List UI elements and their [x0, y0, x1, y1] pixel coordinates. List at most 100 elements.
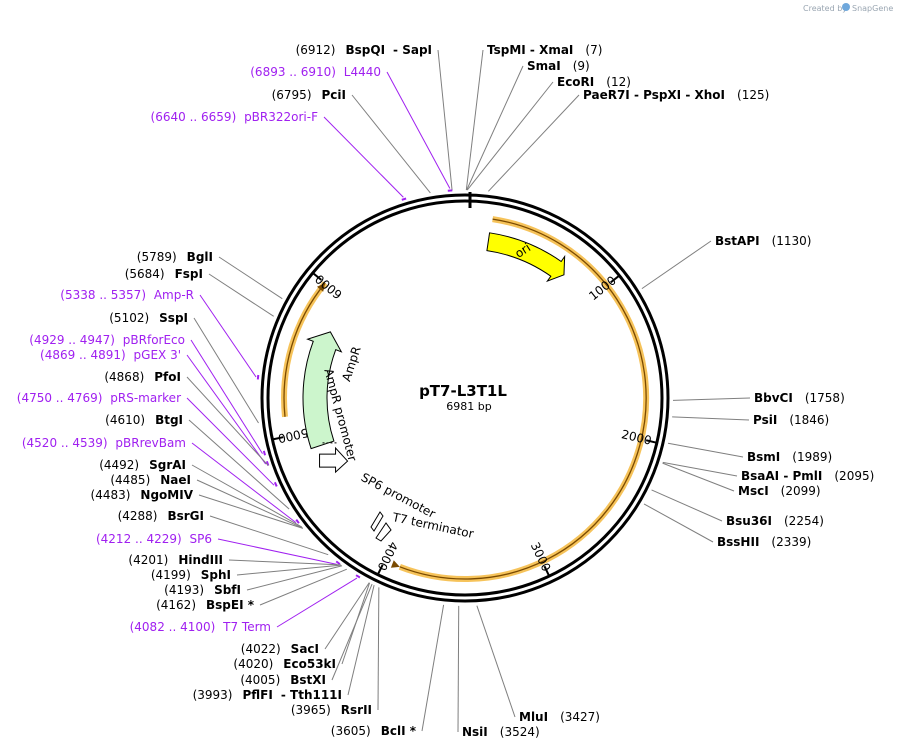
enzyme-name: SphI: [201, 568, 231, 582]
leader-line: [228, 559, 341, 566]
left-label-29: (3605)BclI *: [331, 724, 417, 738]
leader-line: [437, 49, 453, 191]
leader-line: [466, 65, 524, 191]
left-label-21: (4193)SbfI: [164, 583, 241, 597]
enzyme-name: NgoMIV: [140, 488, 193, 502]
ampr-arrow: [302, 331, 343, 450]
enzyme-name: TspMI: [487, 43, 526, 57]
leader-line: [476, 605, 516, 718]
enzyme-sep: -: [681, 88, 694, 102]
leader-line: [191, 464, 303, 528]
enzyme-name: PsiI: [753, 413, 777, 427]
label-position: (5338 .. 5357): [60, 288, 146, 302]
label-position: (4162): [156, 598, 196, 612]
left-label-18: (4212 .. 4229) SP6: [96, 532, 212, 546]
enzyme-name: MluI: [519, 710, 548, 724]
feature-name: L4440: [340, 65, 381, 79]
enzyme-name: FspI: [175, 267, 203, 281]
enzyme-sep: -: [630, 88, 643, 102]
enzyme-name: BglI: [187, 250, 213, 264]
leader-line: [331, 583, 373, 681]
leader-line: [662, 462, 735, 492]
leader-line: [667, 442, 744, 458]
feature-name: pBRrevBam: [112, 436, 186, 450]
left-label-13: (4520 .. 4539) pBRrevBam: [22, 436, 186, 450]
enzyme-sep: -: [779, 469, 792, 483]
leader-line: [466, 81, 554, 191]
right-label-1: SmaI(9): [527, 59, 590, 73]
label-position: (5102): [109, 311, 149, 325]
leader-line: [218, 256, 283, 300]
leader-line: [386, 71, 451, 189]
sp6-promoter-arrow: [370, 511, 384, 532]
label-position: (4610): [105, 413, 145, 427]
enzyme-sep: -: [393, 43, 402, 57]
enzyme-name-2: Tth111I: [290, 688, 342, 702]
left-label-28: (3965)RsrII: [291, 703, 372, 717]
ori-arrow: [486, 232, 566, 283]
left-label-25: (4020)Eco53kI: [233, 657, 336, 671]
leader-line: [259, 568, 347, 606]
enzyme-name: Bsu36I: [726, 514, 772, 528]
orf-arrowhead: [316, 283, 326, 292]
label-position: (4750 .. 4769): [17, 391, 103, 405]
enzyme-name: SspI: [159, 311, 188, 325]
feature-name: pGEX 3': [130, 348, 181, 362]
label-position: (4483): [91, 488, 131, 502]
enzyme-name: NsiI: [462, 725, 488, 739]
enzyme-name: BstAPI: [715, 234, 760, 248]
left-label-11: (4750 .. 4769) pRS-marker: [17, 391, 181, 405]
right-label-3: PaeR7I - PspXI - XhoI(125): [583, 88, 769, 102]
left-label-6: (5338 .. 5357) Amp-R: [60, 288, 194, 302]
left-label-24: (4022)SacI: [241, 642, 319, 656]
enzyme-name: SbfI: [214, 583, 241, 597]
enzyme-name: BspQI: [345, 43, 385, 57]
enzyme-name: BstXI: [290, 673, 326, 687]
leader-line: [651, 489, 723, 522]
label-position: (4492): [99, 458, 139, 472]
leader-line: [487, 94, 580, 192]
label-leaders: [186, 49, 751, 733]
leader-line: [672, 397, 751, 401]
left-label-5: (5684)FspI: [125, 267, 203, 281]
feature-name: pRS-marker: [106, 391, 181, 405]
enzyme-name: NaeI: [160, 473, 191, 487]
enzyme-name-2: XmaI: [539, 43, 573, 57]
enzyme-name: BtgI: [155, 413, 183, 427]
enzyme-star: *: [406, 724, 417, 738]
label-position: (4020): [233, 657, 273, 671]
right-label-2: EcoRI(12): [557, 75, 631, 89]
left-label-12: (4610) BtgI: [105, 413, 183, 427]
ring-tick-mark: [645, 439, 657, 444]
ring-tick-label: 4000: [375, 539, 401, 573]
right-label-12: MluI(3427): [519, 710, 600, 724]
ring-outer-line: [260, 193, 670, 603]
left-label-17: (4288)BsrGI: [118, 509, 204, 523]
enzyme-name: BbvCI: [754, 391, 793, 405]
leader-line: [347, 584, 375, 696]
enzyme-name: EcoRI: [557, 75, 594, 89]
right-label-10: Bsu36I (2254): [726, 514, 824, 528]
label-position: (3965): [291, 703, 331, 717]
leader-line: [351, 94, 431, 194]
feature-site-mark: [262, 450, 266, 456]
orf-arrowhead: [390, 560, 400, 568]
label-position: (2254): [784, 514, 824, 528]
label-position: (2339): [771, 535, 811, 549]
leader-line: [208, 273, 274, 317]
enzyme-name: BssHII: [717, 535, 759, 549]
label-position: (4199): [151, 568, 191, 582]
label-position: (4869 .. 4891): [40, 348, 126, 362]
ring-tick-mark: [377, 564, 384, 575]
label-position: (6893 .. 6910): [250, 65, 336, 79]
ring-tick-mark: [273, 436, 284, 441]
left-label-23: (4082 .. 4100) T7 Term: [130, 620, 271, 634]
t7-terminator-arrow: [375, 522, 392, 542]
left-label-10: (4868)PfoI: [104, 370, 181, 384]
label-position: (4201): [128, 553, 168, 567]
leader-line: [186, 376, 269, 466]
enzyme-name-3: XhoI: [695, 88, 726, 102]
leader-line: [198, 494, 304, 529]
right-label-9: MscI(2099): [738, 484, 821, 498]
left-label-3: (6640 .. 6659) pBR322ori-F: [151, 110, 319, 124]
